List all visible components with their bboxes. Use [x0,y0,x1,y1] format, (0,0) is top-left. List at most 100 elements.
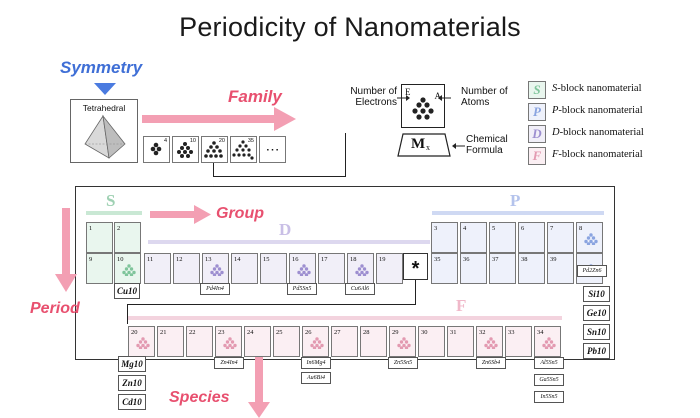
element-number: 13 [205,256,212,263]
d-block-band [148,240,430,244]
element-cell[interactable]: 38 [518,253,545,284]
element-cell[interactable]: 32 [476,326,503,357]
element-cell[interactable]: 7 [547,222,574,253]
element-cell[interactable]: 11 [144,253,171,284]
element-cell[interactable]: 26 [302,326,329,357]
element-cell[interactable]: 22 [186,326,213,357]
s-block-band [86,211,142,215]
element-cell[interactable]: 29 [389,326,416,357]
element-number: 6 [521,225,525,232]
element-cell[interactable]: 27 [331,326,358,357]
element-cell[interactable]: 19 [376,253,403,284]
element-cell[interactable]: 17 [318,253,345,284]
cluster-icon [412,97,434,120]
formula-tag: Au6Bi4 [301,372,331,384]
element-cell[interactable]: 13 [202,253,229,284]
element-number: 31 [450,329,457,336]
element-cell[interactable]: 15 [260,253,287,284]
element-cell[interactable]: 25 [273,326,300,357]
formula-tag: Cu10 [114,283,140,299]
group-label: Group [216,205,264,222]
connector-line [127,304,128,324]
cluster-icon [484,337,498,349]
element-number: 19 [379,256,386,263]
key-atoms-label: Number of Atoms [461,86,508,108]
legend-swatch: S [528,81,546,99]
family-arrow-icon [142,107,296,131]
element-number: 25 [276,329,283,336]
legend-swatch: D [528,125,546,143]
element-number: 32 [479,329,486,336]
connector-line [415,280,416,304]
element-number: 35 [434,256,441,263]
element-cell[interactable]: 28 [360,326,387,357]
element-number: 5 [492,225,496,232]
cluster-icon [177,142,193,158]
cluster-icon [210,264,224,276]
cluster-icon [355,264,369,276]
element-cell[interactable]: 5 [489,222,516,253]
legend-swatch: P [528,103,546,121]
period-label: Period [30,300,80,317]
element-cell[interactable]: 9 [86,253,113,284]
element-number: 27 [334,329,341,336]
element-cell[interactable]: 36 [460,253,487,284]
cluster-icon [122,264,136,276]
element-cell[interactable]: 16 [289,253,316,284]
element-cell[interactable]: 30 [418,326,445,357]
family-cell: 20 [201,136,228,163]
cluster-icon [584,233,598,245]
f-block-band [128,316,562,320]
formula-tag: Cd10 [118,394,146,410]
element-cell[interactable]: 6 [518,222,545,253]
legend-label: P-block nanomaterial [552,105,643,116]
formula-tag: Pd5Sn5 [287,283,317,295]
element-number: 22 [189,329,196,336]
element-cell[interactable]: 23 [215,326,242,357]
element-cell[interactable]: 8 [576,222,603,253]
element-cell[interactable]: 31 [447,326,474,357]
element-cell[interactable]: 35 [431,253,458,284]
element-cell[interactable]: 33 [505,326,532,357]
family-label: Family [228,87,282,106]
element-cell[interactable]: 20 [128,326,155,357]
element-cell[interactable]: 34 [534,326,561,357]
element-cell[interactable]: 1 [86,222,113,253]
connector-line [127,304,416,305]
period-arrow-icon [55,208,77,292]
element-number: 20 [131,329,138,336]
tetrahedral-label: Tetrahedral [82,103,126,113]
group-arrow-icon [150,205,211,224]
element-cell[interactable]: 10 [114,253,141,284]
cluster-icon [223,337,237,349]
page-title: Periodicity of Nanomaterials [179,12,521,42]
key-formula-label: Chemical Formula [466,134,508,156]
tetrahedron-icon [84,114,126,159]
formula-tag: Ga5Sn5 [534,374,564,386]
formula-frame-icon [397,133,451,157]
element-number: 1 [89,225,93,232]
key-formula-box: M x [397,133,451,157]
element-cell[interactable]: 21 [157,326,184,357]
formula-tag: Zn4In4 [214,357,244,369]
element-cell[interactable]: 2 [114,222,141,253]
element-cell[interactable]: 24 [244,326,271,357]
periodic-table-frame [75,186,615,360]
element-cell[interactable]: 4 [460,222,487,253]
element-cell[interactable]: 3 [431,222,458,253]
formula-tag: Cu6Al6 [345,283,375,295]
element-number: 21 [160,329,167,336]
element-cell[interactable]: 14 [231,253,258,284]
element-cell[interactable]: 39 [547,253,574,284]
p-block-label: P [510,191,521,210]
element-cell[interactable]: 12 [173,253,200,284]
element-number: 18 [350,256,357,263]
element-cell[interactable]: 18 [347,253,374,284]
formula-tag: Mg10 [118,356,146,372]
connector-line [213,163,214,177]
connector-line [213,176,346,177]
legend-label: S-block nanomaterial [552,83,642,94]
cluster-icon [150,142,162,156]
element-cell[interactable]: 37 [489,253,516,284]
